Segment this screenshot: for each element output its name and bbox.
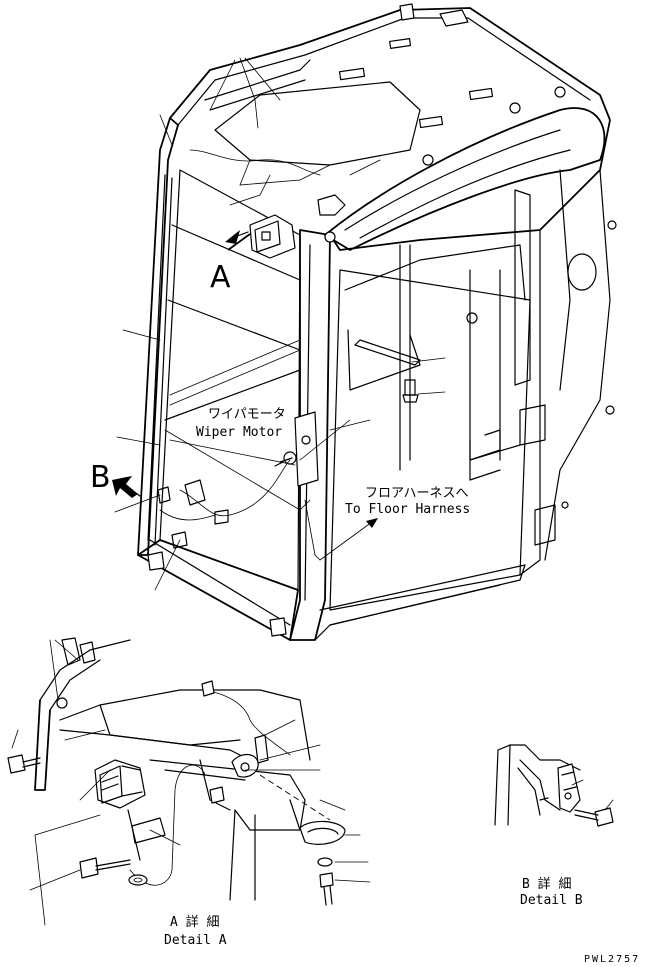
detail-b-view: [494, 744, 614, 827]
detail-a-label-en: Detail A: [164, 933, 227, 948]
view-b-letter: B: [90, 460, 111, 495]
wiper-motor-label-jp: ワイパモータ: [208, 407, 286, 422]
wiper-motor-label-en: Wiper Motor: [196, 425, 282, 440]
drawing-number: PWL2757: [584, 954, 640, 965]
detail-b-label-en: Detail B: [520, 893, 583, 908]
cab-main-view: [112, 3, 617, 641]
detail-b-label-jp: B 詳 細: [522, 876, 571, 892]
detail-a-label-jp: A 詳 細: [170, 914, 219, 930]
detail-a-view: [7, 637, 371, 926]
floor-harness-label-jp: フロアハーネスへ: [365, 486, 468, 501]
view-a-letter: A: [210, 260, 231, 295]
floor-harness-label-en: To Floor Harness: [345, 502, 470, 517]
